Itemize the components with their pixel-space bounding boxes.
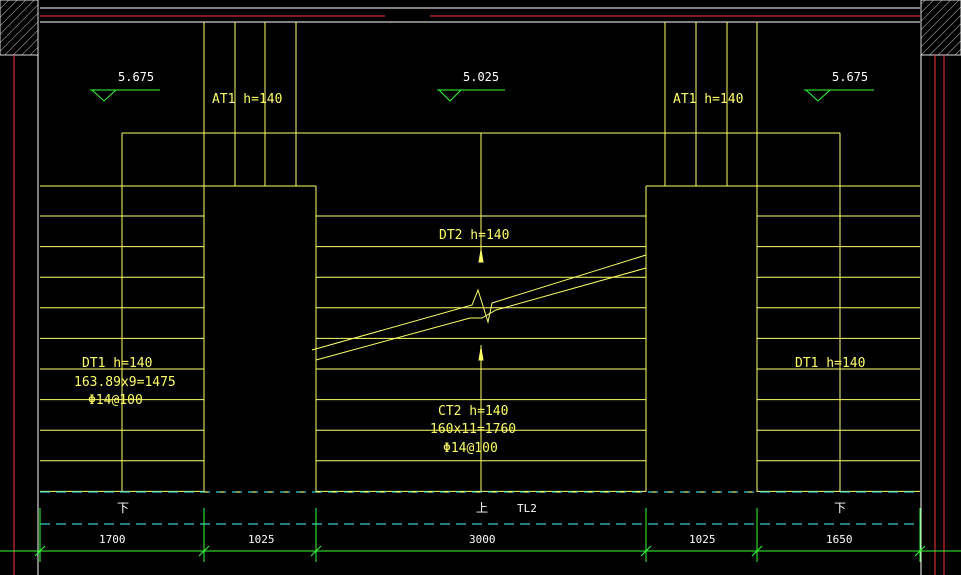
dimension-5: 1650 — [826, 533, 853, 546]
dimension-4: 1025 — [689, 533, 716, 546]
dimension-3: 3000 — [469, 533, 496, 546]
level-text-right: 5.675 — [832, 70, 868, 84]
dimension-line — [0, 508, 961, 562]
wall-hatch-right — [920, 0, 961, 56]
level-mark-left: 5.675 — [90, 70, 160, 102]
label-dt1-left-title: DT1 h=140 — [82, 356, 152, 371]
label-dt1-left-rebar: Φ14@100 — [88, 393, 143, 408]
right-wall-lines — [920, 55, 945, 575]
direction-label-right: 下 — [834, 501, 846, 515]
label-ct2-title: CT2 h=140 — [438, 404, 508, 419]
label-ct2-rebar: Φ14@100 — [443, 441, 498, 456]
level-mark-center: 5.025 — [437, 70, 505, 102]
break-line — [311, 245, 647, 361]
wall-hatch-left — [0, 0, 39, 56]
label-dt2-title: DT2 h=140 — [439, 228, 509, 243]
left-wall-lines — [13, 55, 39, 575]
label-dt1-right-title: DT1 h=140 — [795, 356, 865, 371]
dimension-2: 1025 — [248, 533, 275, 546]
label-at1-right: AT1 h=140 — [673, 92, 743, 107]
top-wall-lines — [40, 7, 920, 23]
beam-label: TL2 — [517, 502, 537, 515]
label-dt1-left-steps: 163.89x9=1475 — [74, 375, 176, 390]
level-text-center: 5.025 — [463, 70, 499, 84]
stair-structure — [40, 22, 920, 492]
direction-label-left: 下 — [117, 501, 129, 515]
label-at1-left: AT1 h=140 — [212, 92, 282, 107]
direction-label-center: 上 — [476, 501, 488, 515]
level-text-left: 5.675 — [118, 70, 154, 84]
label-ct2-steps: 160x11=1760 — [430, 422, 516, 437]
dimension-1: 1700 — [99, 533, 126, 546]
level-mark-right: 5.675 — [804, 70, 874, 102]
